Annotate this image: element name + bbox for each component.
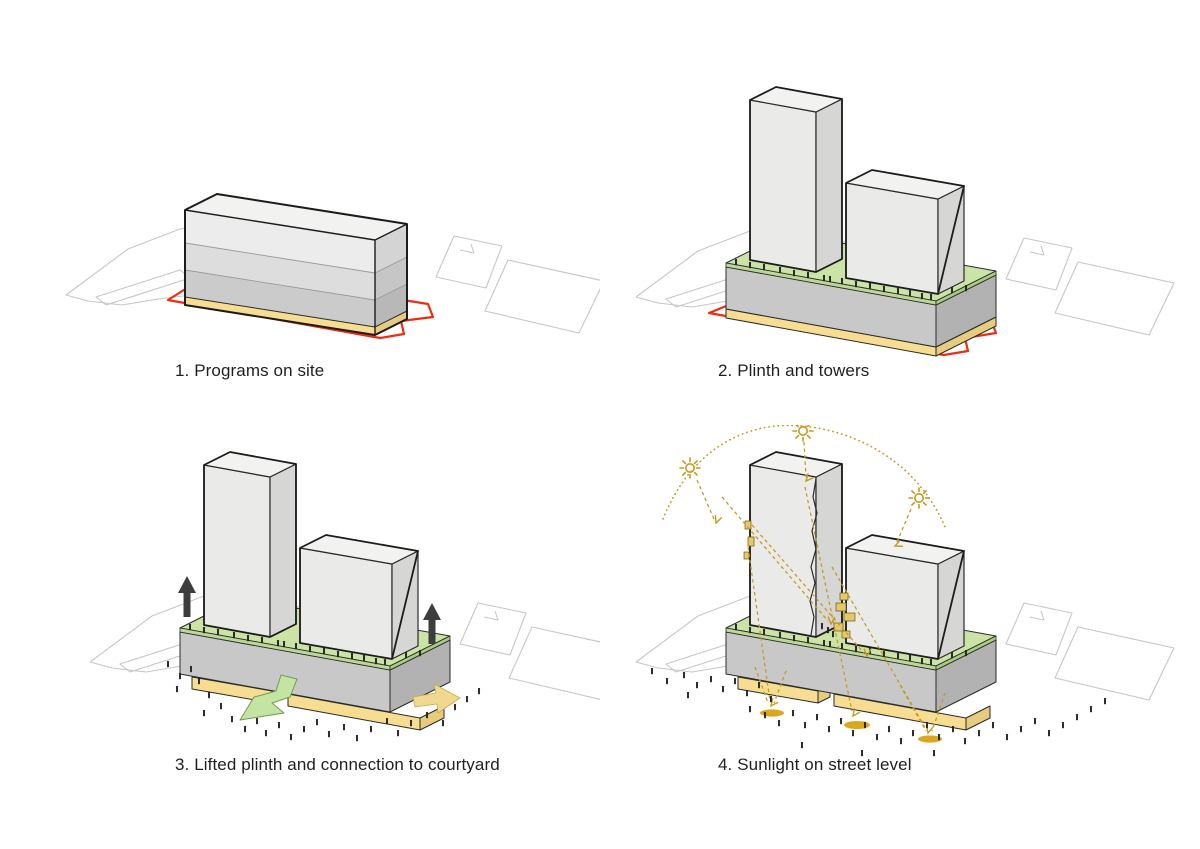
panel-2-plinth-and-towers: 2. Plinth and towers [600,0,1200,425]
lift-arrow-left [178,576,196,617]
sun-icon-evening [908,487,930,509]
sunlight-rays [696,441,946,732]
panel-1-diagram [65,193,600,340]
panel-3-lifted-plinth: 3. Lifted plinth and connection to court… [0,425,600,849]
panel-4-caption: 4. Sunlight on street level [718,755,912,774]
sun-icon-morning [679,457,701,479]
panel-2-caption: 2. Plinth and towers [718,361,870,380]
panel-3-diagram [89,425,600,742]
street-connection-arrow [412,683,461,714]
panel-3-caption: 3. Lifted plinth and connection to court… [175,755,500,774]
courtyard-connection-arrow [239,674,298,721]
panel-4-sunlight: 4. Sunlight on street level [600,425,1200,849]
panel-4-diagram [635,425,1175,757]
sunlight-pools [760,709,942,743]
panel-1-caption: 1. Programs on site [175,361,325,380]
carved-edge-jag [809,478,818,636]
sun-path-arc [662,425,946,528]
facade-carve-gold-facets [743,520,856,639]
panel-2-diagram [635,0,1175,357]
panel-1-programs-on-site: 1. Programs on site [0,0,600,425]
program-massing-box [184,193,408,336]
